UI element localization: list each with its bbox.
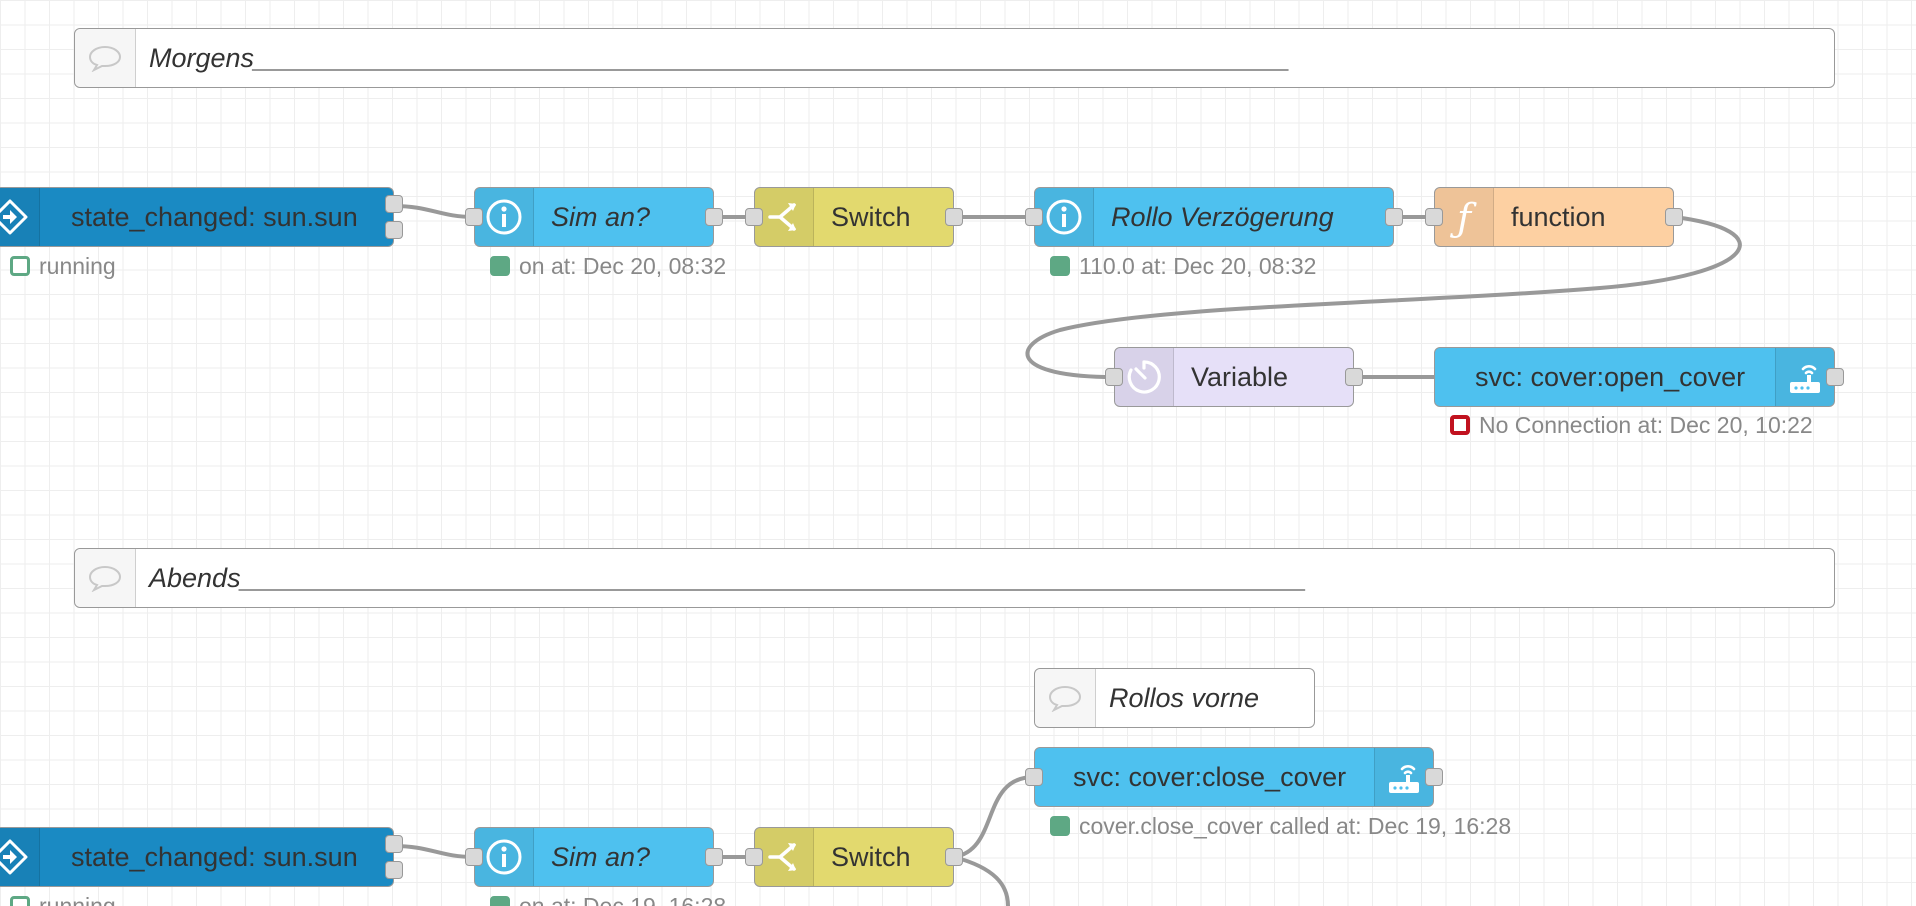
wire-function1-variable[interactable] [1025,215,1742,379]
comment-icon [1035,669,1096,727]
status-indicator [1450,415,1470,435]
router-icon [1775,348,1834,406]
node-status: No Connection at: Dec 20, 10:22 [1450,412,1813,438]
output-port[interactable] [385,835,403,853]
input-port[interactable] [745,848,763,866]
node-label: svc: cover:open_cover [1475,361,1746,392]
status-text: running [39,892,116,906]
node-label: state_changed: sun.sun [71,201,358,232]
status-indicator [490,896,510,906]
comment-icon [75,549,136,607]
node-svc-close-cover[interactable]: svc: cover:close_cover [1034,747,1434,807]
node-label: function [1511,201,1606,232]
status-text: cover.close_cover called at: Dec 19, 16:… [1079,812,1512,839]
node-variable-delay[interactable]: Variable [1114,347,1354,407]
status-text: running [39,252,116,279]
node-label: Variable [1191,361,1289,392]
svg-text:ƒ: ƒ [1450,196,1477,239]
switch-icon [755,188,814,246]
node-events-state-evening[interactable]: state_changed: sun.sun [0,827,394,887]
input-port[interactable] [1425,208,1443,226]
node-switch-evening[interactable]: Switch [754,827,954,887]
status-text: on at: Dec 19, 16:28 [519,892,727,906]
info-icon [475,188,534,246]
status-indicator [10,256,30,276]
output-port[interactable] [1665,208,1683,226]
input-port[interactable] [1025,768,1043,786]
output-port[interactable] [385,861,403,879]
node-events-state-morning[interactable]: state_changed: sun.sun [0,187,394,247]
output-port[interactable] [705,208,723,226]
output-port[interactable] [385,221,403,239]
output-port[interactable] [705,848,723,866]
status-indicator [1050,256,1070,276]
wire-switch2-offscreen[interactable] [952,855,1010,906]
node-status: cover.close_cover called at: Dec 19, 16:… [1050,813,1511,839]
node-label: state_changed: sun.sun [71,841,358,872]
node-status: 110.0 at: Dec 20, 08:32 [1050,253,1316,279]
node-label: svc: cover:close_cover [1073,761,1347,792]
output-port[interactable] [945,848,963,866]
node-label: Switch [831,841,911,872]
comment-label: Abends__________________________________… [149,562,1307,593]
timer-icon [1115,348,1174,406]
node-switch-morning[interactable]: Switch [754,187,954,247]
event-state-icon [0,828,40,886]
status-text: 110.0 at: Dec 20, 08:32 [1079,252,1317,279]
output-port[interactable] [1826,368,1844,386]
info-icon [475,828,534,886]
switch-icon [755,828,814,886]
node-status: running [10,253,116,279]
wire-switch2-closecover[interactable] [952,775,1036,859]
output-port[interactable] [1345,368,1363,386]
node-rollo-verzoegerung[interactable]: Rollo Verzögerung [1034,187,1394,247]
input-port[interactable] [1105,368,1123,386]
status-indicator [10,896,30,906]
info-icon [1035,188,1094,246]
router-icon [1374,748,1433,806]
input-port[interactable] [465,208,483,226]
comment-label: Morgens_________________________________… [149,42,1291,73]
node-label: Switch [831,201,911,232]
node-status: on at: Dec 20, 08:32 [490,253,726,279]
comment-label: Rollos vorne [1109,682,1260,713]
output-port[interactable] [385,195,403,213]
input-port[interactable] [465,848,483,866]
status-indicator [490,256,510,276]
status-text: No Connection at: Dec 20, 10:22 [1479,411,1813,438]
node-status: on at: Dec 19, 16:28 [490,893,726,906]
output-port[interactable] [1425,768,1443,786]
status-text: on at: Dec 20, 08:32 [519,252,727,279]
output-port[interactable] [1385,208,1403,226]
event-state-icon [0,188,40,246]
comment-abends[interactable]: Abends__________________________________… [74,548,1835,608]
comment-icon [75,29,136,87]
node-sim-an-evening[interactable]: Sim an? [474,827,714,887]
node-status: running [10,893,116,906]
node-svc-open-cover[interactable]: svc: cover:open_cover [1434,347,1835,407]
comment-rollos-vorne[interactable]: Rollos vorne [1034,668,1315,728]
comment-morgens[interactable]: Morgens_________________________________… [74,28,1835,88]
input-port[interactable] [1025,208,1043,226]
node-label: Sim an? [551,201,651,232]
node-function[interactable]: ƒ function [1434,187,1674,247]
wire-event2-sim2[interactable] [392,844,476,859]
node-label: Sim an? [551,841,651,872]
wire-event1-sim1[interactable] [392,204,476,219]
status-indicator [1050,816,1070,836]
input-port[interactable] [745,208,763,226]
node-label: Rollo Verzögerung [1111,201,1334,232]
node-sim-an-morning[interactable]: Sim an? [474,187,714,247]
output-port[interactable] [945,208,963,226]
function-icon: ƒ [1435,188,1494,246]
